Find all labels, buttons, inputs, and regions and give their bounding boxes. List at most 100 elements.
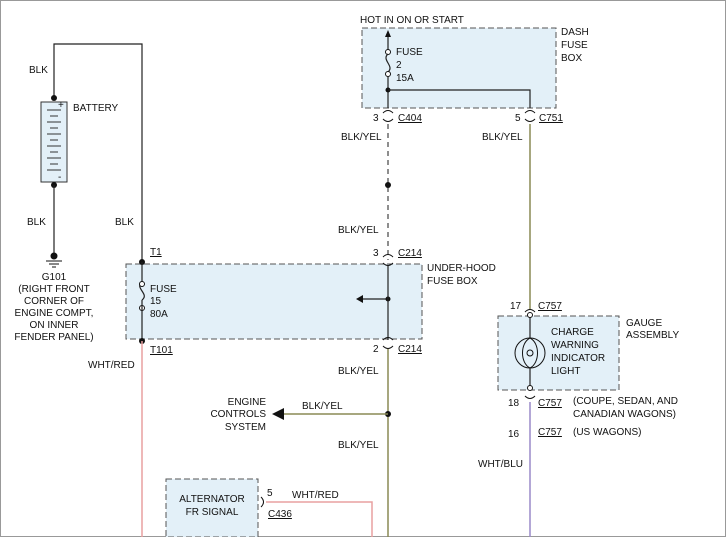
battery-circuit: + - BATTERY BLK BLK BLK G101 (RIGHT FRON… — [14, 43, 143, 343]
fuse2-number: 2 — [396, 60, 402, 71]
blk-wire-top — [53, 43, 143, 262]
engine-arrow-icon — [272, 408, 284, 420]
dash-title-2: FUSE — [561, 40, 588, 51]
battery-wire-top-label: BLK — [29, 65, 48, 76]
wht-red-label: WHT/RED — [88, 360, 135, 371]
c757-18-pin: 18 — [508, 398, 520, 409]
blk-yel-label-5: BLK/YEL — [338, 440, 379, 451]
dash-title-1: DASH — [561, 27, 589, 38]
alternator-box — [165, 478, 259, 537]
fuse2-symbol — [385, 53, 391, 73]
battery-plus: + — [58, 100, 64, 111]
wht-red-alt-label: WHT/RED — [292, 490, 339, 501]
c436-connector — [260, 496, 264, 508]
fuse2-pin-top — [385, 49, 391, 55]
dash-fuse-box-outline — [361, 27, 557, 109]
lamp-label-4: LIGHT — [551, 366, 580, 377]
dash-title-3: BOX — [561, 53, 582, 64]
fuse15-number: 15 — [150, 296, 162, 307]
ground-desc-5: FENDER PANEL) — [14, 332, 93, 343]
fuse2-rating: 15A — [396, 73, 414, 84]
fuse15-pin-top — [139, 281, 145, 287]
engine-controls-3: SYSTEM — [225, 422, 266, 433]
connector-c214-top: 3 C214 — [373, 248, 422, 266]
lamp-label-1: CHARGE — [551, 327, 594, 338]
hot-label: HOT IN ON OR START — [360, 15, 464, 26]
alternator-label-1: ALTERNATOR — [179, 494, 245, 505]
ground-desc-3: ENGINE COMPT, — [15, 308, 94, 319]
engine-controls-1: ENGINE — [228, 397, 267, 408]
blk-yel-label-4: BLK/YEL — [302, 401, 343, 412]
c751-pin: 5 — [515, 113, 521, 124]
fuse2-label: FUSE — [396, 47, 423, 58]
connector-c404: 3 C404 — [373, 110, 422, 124]
c214-top-pin: 3 — [373, 248, 379, 259]
underhood-fuse-box: UNDER-HOOD FUSE BOX T1 FUSE 15 80A T101 — [125, 247, 496, 356]
c436-name: C436 — [268, 509, 292, 520]
ground-desc-2: CORNER OF — [24, 296, 84, 307]
gauge-assembly-outline — [497, 315, 620, 391]
lamp-label-3: INDICATOR — [551, 353, 605, 364]
battery-label: BATTERY — [73, 103, 119, 114]
c757-18-connector — [524, 395, 536, 399]
ground-desc-1: (RIGHT FRONT — [18, 284, 89, 295]
gauge-title-2: ASSEMBLY — [626, 330, 679, 341]
fuse15-label: FUSE — [150, 284, 177, 295]
dash-fuse-box: HOT IN ON OR START DASH FUSE BOX FUSE 2 … — [360, 15, 589, 109]
c404-name: C404 — [398, 113, 422, 124]
lamp-label-2: WARNING — [551, 340, 599, 351]
battery-wire-bottom-label: BLK — [27, 217, 46, 228]
wht-red-alt-wire — [266, 501, 373, 537]
t101-label: T101 — [150, 345, 173, 356]
blk-yel-label-1: BLK/YEL — [341, 132, 382, 143]
blk-yel-right-label: BLK/YEL — [482, 132, 523, 143]
c757-16-note: (US WAGONS) — [573, 427, 642, 438]
c757-16-pin: 16 — [508, 429, 520, 440]
gauge-title-1: GAUGE — [626, 318, 662, 329]
connector-c214-bottom: 2 C214 — [373, 337, 422, 355]
c214-bottom-pin: 2 — [373, 344, 379, 355]
underhood-title-1: UNDER-HOOD — [427, 263, 496, 274]
alternator-label-2: FR SIGNAL — [186, 507, 239, 518]
t1-label: T1 — [150, 247, 162, 258]
c404-pin: 3 — [373, 113, 379, 124]
c757-18-name: C757 — [538, 398, 562, 409]
c214-bottom-name: C214 — [398, 344, 422, 355]
battery-top-node — [51, 95, 57, 101]
dashed-wire-node — [385, 182, 391, 188]
battery-minus: - — [58, 172, 61, 183]
blk-yel-label-2: BLK/YEL — [338, 225, 379, 236]
fuse2-pin-bottom — [385, 71, 391, 77]
engine-controls-2: CONTROLS — [210, 409, 266, 420]
dash-internal-wire — [388, 89, 531, 108]
wht-blu-label: WHT/BLU — [478, 459, 523, 470]
c757-16-name: C757 — [538, 427, 562, 438]
battery-plates — [47, 109, 61, 171]
ground-icon — [46, 252, 62, 268]
lamp-center — [526, 349, 534, 357]
underhood-title-2: FUSE BOX — [427, 276, 478, 287]
blk-yel-label-3: BLK/YEL — [338, 366, 379, 377]
lamp-filament — [522, 337, 538, 369]
underhood-fuse-box-outline — [125, 263, 423, 340]
c751-name: C751 — [539, 113, 563, 124]
lamp-pin-top — [527, 312, 533, 318]
ground-desc-4: ON INNER — [30, 320, 79, 331]
branch-arrow-icon — [356, 295, 363, 303]
battery-symbol — [40, 101, 68, 183]
c757-17-pin: 17 — [510, 301, 522, 312]
alternator-fr-signal: ALTERNATOR FR SIGNAL 5 C436 WHT/RED — [165, 478, 373, 537]
gauge-assembly: 17 C757 CHARGE WARNING INDICATOR LIGHT G… — [497, 301, 679, 391]
c757-18-note-2: CANADIAN WAGONS) — [573, 409, 676, 420]
blk-wire-label: BLK — [115, 217, 134, 228]
ground-id: G101 — [42, 272, 67, 283]
c757-17-name: C757 — [538, 301, 562, 312]
c214-top-name: C214 — [398, 248, 422, 259]
hot-arrow-icon — [385, 30, 391, 37]
c436-pin: 5 — [267, 488, 273, 499]
connector-c751: 5 C751 — [515, 110, 563, 124]
fuse15-rating: 80A — [150, 309, 168, 320]
lamp-pin-bottom — [527, 385, 533, 391]
c757-18-note-1: (COUPE, SEDAN, AND — [573, 396, 678, 407]
